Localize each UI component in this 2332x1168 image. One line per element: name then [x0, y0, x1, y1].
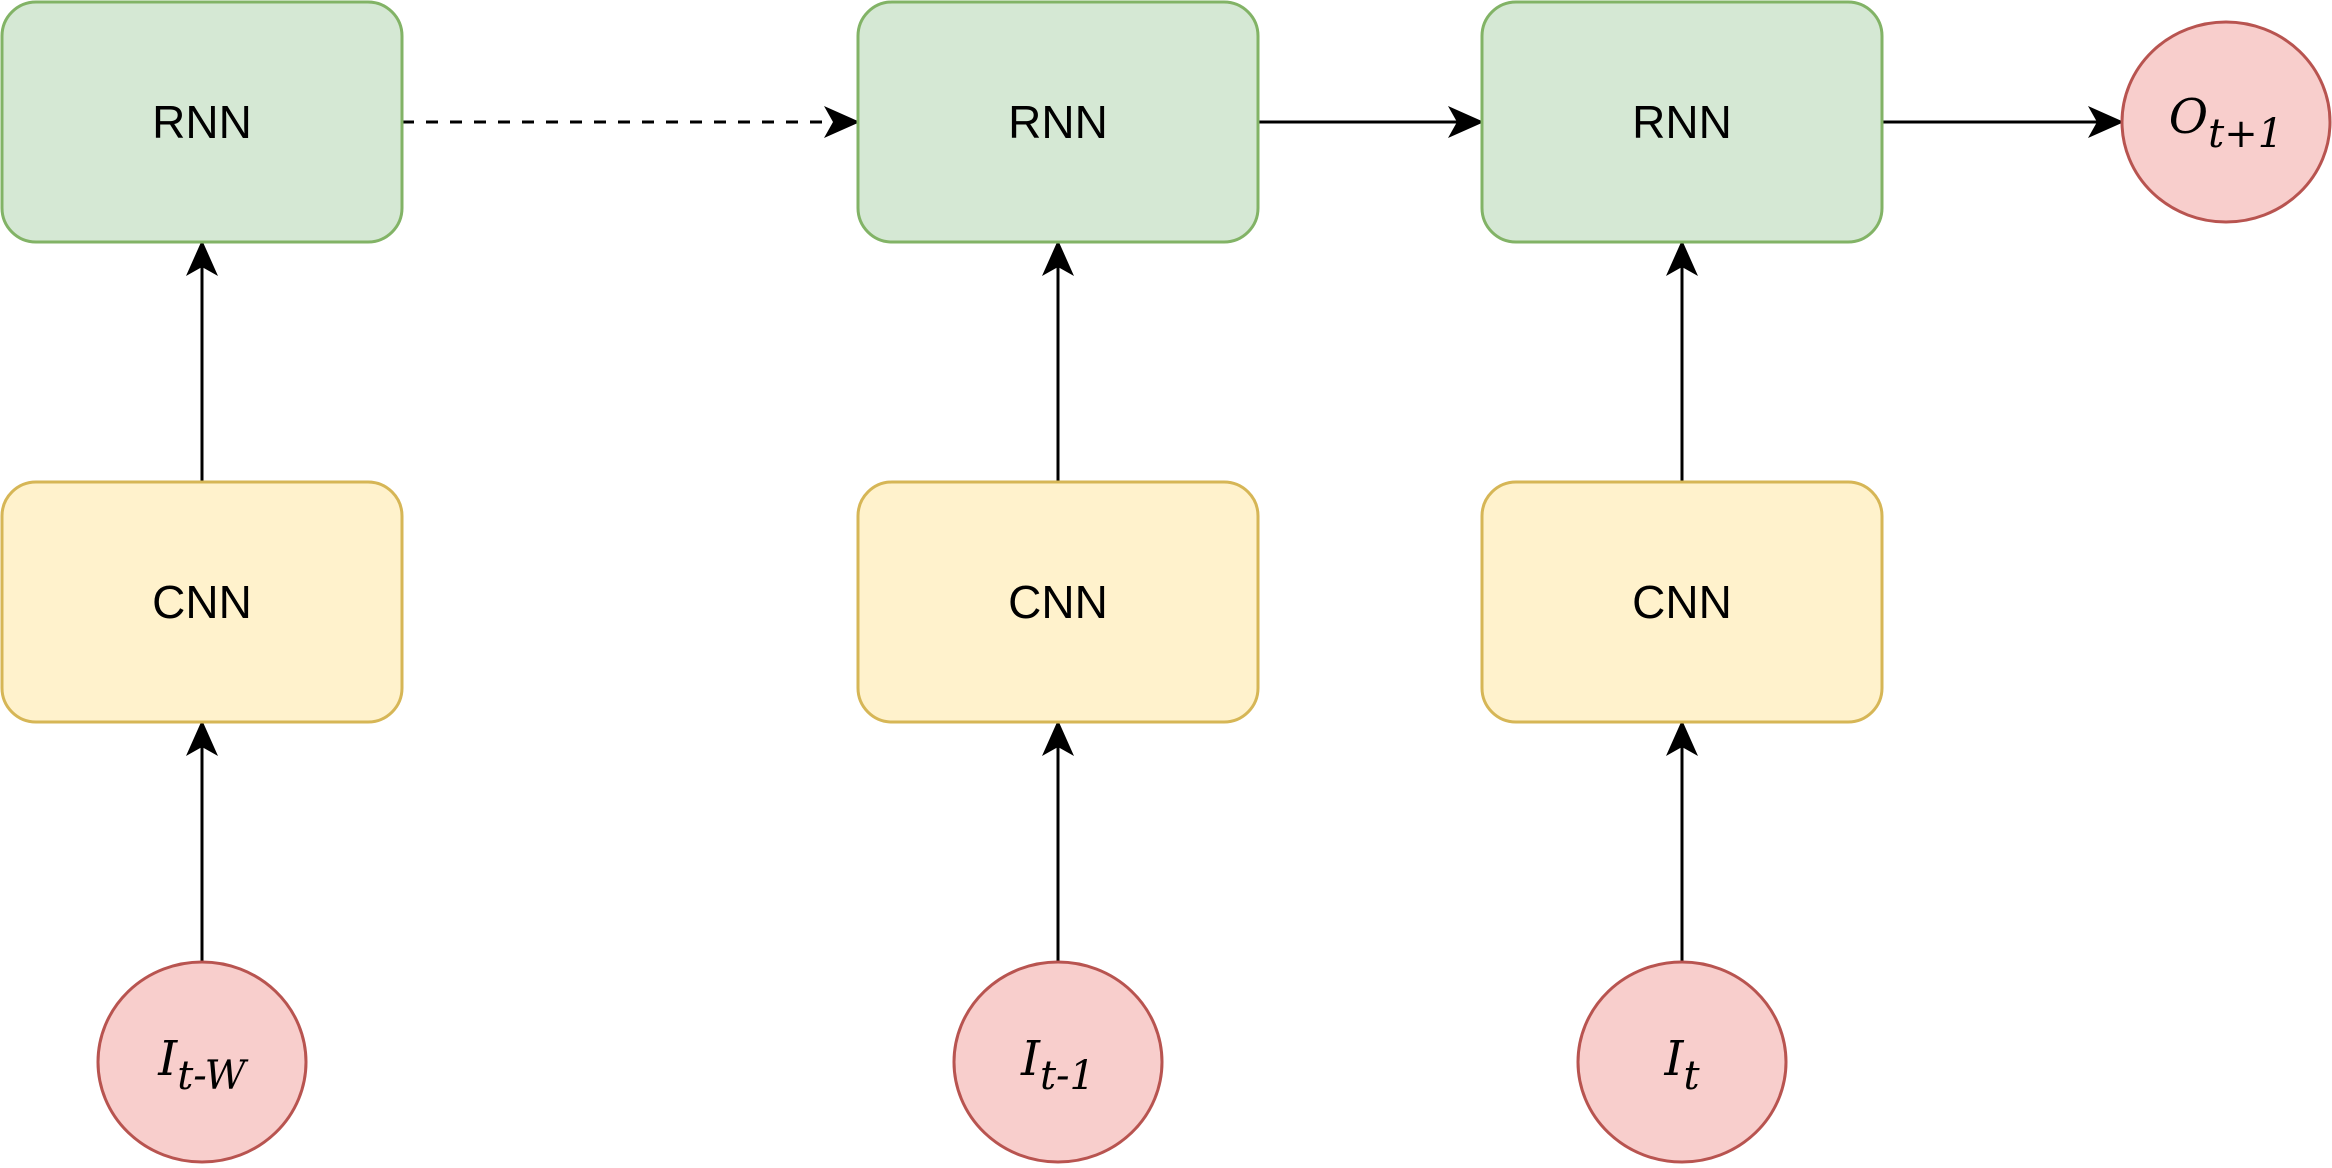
output-node-symbol: O — [2169, 89, 2208, 145]
rnn-box-1-label: RNN — [152, 96, 252, 148]
input-node-1-label: It-W — [157, 1031, 248, 1099]
input-node-2: It-1 — [952, 960, 1164, 1164]
input-node-3-subscript: t — [1683, 1053, 1700, 1099]
cnn-box-3-shape — [1480, 480, 1884, 724]
input-node-1-shape — [96, 960, 308, 1164]
input-node-2-label: It-1 — [1020, 1031, 1095, 1099]
rnn-box-1: RNN — [0, 0, 404, 244]
edges — [186, 106, 2124, 962]
cnn-box-1-label: CNN — [152, 576, 252, 628]
rnn-box-2-shape — [856, 0, 1260, 244]
cnn-box-2-shape — [856, 480, 1260, 724]
cnn-box-2-label: CNN — [1008, 576, 1108, 628]
rnn-box-2-label: RNN — [1008, 96, 1108, 148]
output-node-label: Ot+1 — [2169, 89, 2283, 157]
rnn-box-3-label: RNN — [1632, 96, 1732, 148]
output-node-subscript: t+1 — [2208, 111, 2283, 157]
input-node-3: It — [1576, 960, 1788, 1164]
cnn-box-3-label: CNN — [1632, 576, 1732, 628]
rnn-box-1-shape — [0, 0, 404, 244]
output-node: Ot+1 — [2120, 20, 2332, 224]
rnn-box-3-shape — [1480, 0, 1884, 244]
rnn-box-2: RNN — [856, 0, 1260, 244]
input-node-3-shape — [1576, 960, 1788, 1164]
input-node-1-symbol: I — [157, 1031, 178, 1087]
input-node-3-label: It — [1663, 1031, 1700, 1099]
cnn-box-1: CNN — [0, 480, 404, 724]
input-node-1: It-W — [96, 960, 308, 1164]
output-node-shape — [2120, 20, 2332, 224]
cnn-box-3: CNN — [1480, 480, 1884, 724]
input-node-3-symbol: I — [1663, 1031, 1684, 1087]
input-node-2-shape — [952, 960, 1164, 1164]
cnn-box-2: CNN — [856, 480, 1260, 724]
cnn-box-1-shape — [0, 480, 404, 724]
input-node-2-symbol: I — [1020, 1031, 1041, 1087]
rnn-box-3: RNN — [1480, 0, 1884, 244]
input-node-2-subscript: t-1 — [1040, 1053, 1095, 1099]
input-node-1-subscript: t-W — [177, 1053, 248, 1099]
